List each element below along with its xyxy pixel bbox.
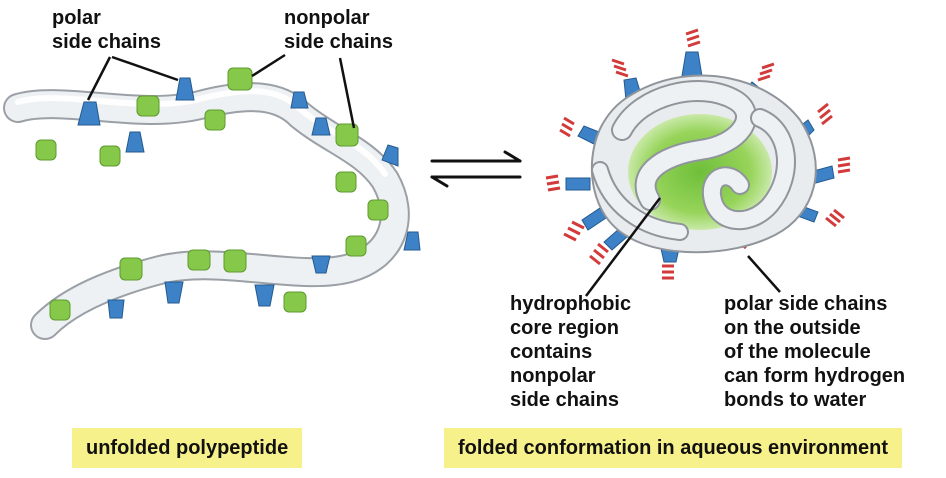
nonpolar-side-chain [187, 249, 211, 271]
polar-side-chain [565, 177, 591, 191]
polar-leader-line [111, 55, 179, 82]
label-line: bonds to water [724, 389, 867, 411]
polar-outside-label: polar side chains on the outside of the … [724, 292, 905, 412]
unfolded-caption: unfolded polypeptide [72, 428, 303, 468]
nonpolar-side-chains-label: nonpolar side chains [284, 6, 393, 54]
polar-side-chain [125, 131, 145, 153]
nonpolar-side-chain [335, 171, 357, 193]
h-bond-mark [817, 102, 833, 126]
polar-side-chain [290, 91, 309, 109]
polar-side-chain [164, 281, 184, 304]
nonpolar-leader-line [338, 57, 356, 129]
label-line: side chains [510, 389, 619, 411]
backbone-loop [593, 163, 687, 239]
polar-side-chain [254, 284, 275, 307]
nonpolar-side-chain [283, 291, 307, 313]
nonpolar-side-chain [223, 249, 247, 273]
double-harpoon-arrows-icon [430, 150, 522, 188]
nonpolar-side-chain [345, 235, 367, 257]
nonpolar-side-chain [367, 199, 389, 221]
polar-outside-leader-line [747, 255, 781, 293]
polar-side-chains-label: polar side chains [52, 6, 161, 54]
h-bond-mark [662, 264, 674, 280]
label-line: side chains [284, 31, 393, 53]
label-line: side chains [52, 31, 161, 53]
nonpolar-side-chain [335, 123, 359, 147]
label-line: hydrophobic [510, 293, 632, 315]
label-line: polar [52, 7, 101, 29]
label-line: can form hydrogen [724, 365, 906, 387]
nonpolar-side-chain [119, 257, 143, 281]
polar-side-chain [311, 117, 331, 136]
h-bond-mark [563, 220, 585, 242]
h-bond-mark [589, 242, 609, 266]
h-bond-mark [757, 62, 775, 82]
nonpolar-side-chain [35, 139, 57, 161]
polar-side-chain [107, 299, 125, 319]
backbone-body [5, 84, 408, 338]
label-line: contains [510, 341, 593, 363]
label-line: polar side chains [724, 293, 888, 315]
nonpolar-side-chain [136, 95, 160, 117]
hydrogen-bond-marks [545, 28, 851, 280]
polar-side-chain [77, 101, 101, 126]
label-line: of the molecule [724, 341, 871, 363]
nonpolar-side-chain [49, 299, 71, 321]
h-bond-mark [685, 28, 701, 48]
polar-side-chain [175, 77, 195, 101]
nonpolar-side-chain [227, 67, 253, 91]
h-bond-mark [825, 208, 845, 228]
polar-side-chain [381, 144, 399, 167]
polar-side-chain [681, 51, 703, 77]
polar-side-chain [403, 231, 421, 251]
nonpolar-leader-line [251, 53, 286, 78]
nonpolar-side-chain [99, 145, 121, 167]
core-leader-line [585, 197, 661, 297]
h-bond-mark [545, 174, 561, 192]
label-line: on the outside [724, 317, 861, 339]
nonpolar-side-chain [204, 109, 226, 131]
polar-side-chain [311, 255, 331, 274]
unfolded-polypeptide [3, 67, 421, 340]
backbone-loop [613, 82, 755, 209]
left-leader-lines [86, 53, 356, 129]
h-bond-mark [611, 58, 629, 78]
h-bond-mark [559, 116, 575, 138]
polar-leader-line [86, 56, 112, 101]
folded-protein [545, 28, 851, 280]
label-line: core region [510, 317, 619, 339]
backbone-loop [703, 110, 794, 229]
label-line: nonpolar [284, 7, 370, 29]
folded-caption: folded conformation in aqueous environme… [444, 428, 903, 468]
h-bond-mark [837, 156, 851, 174]
right-leader-lines [585, 197, 781, 297]
label-line: nonpolar [510, 365, 596, 387]
hydrophobic-core-label: hydrophobic core region contains nonpola… [510, 292, 631, 412]
